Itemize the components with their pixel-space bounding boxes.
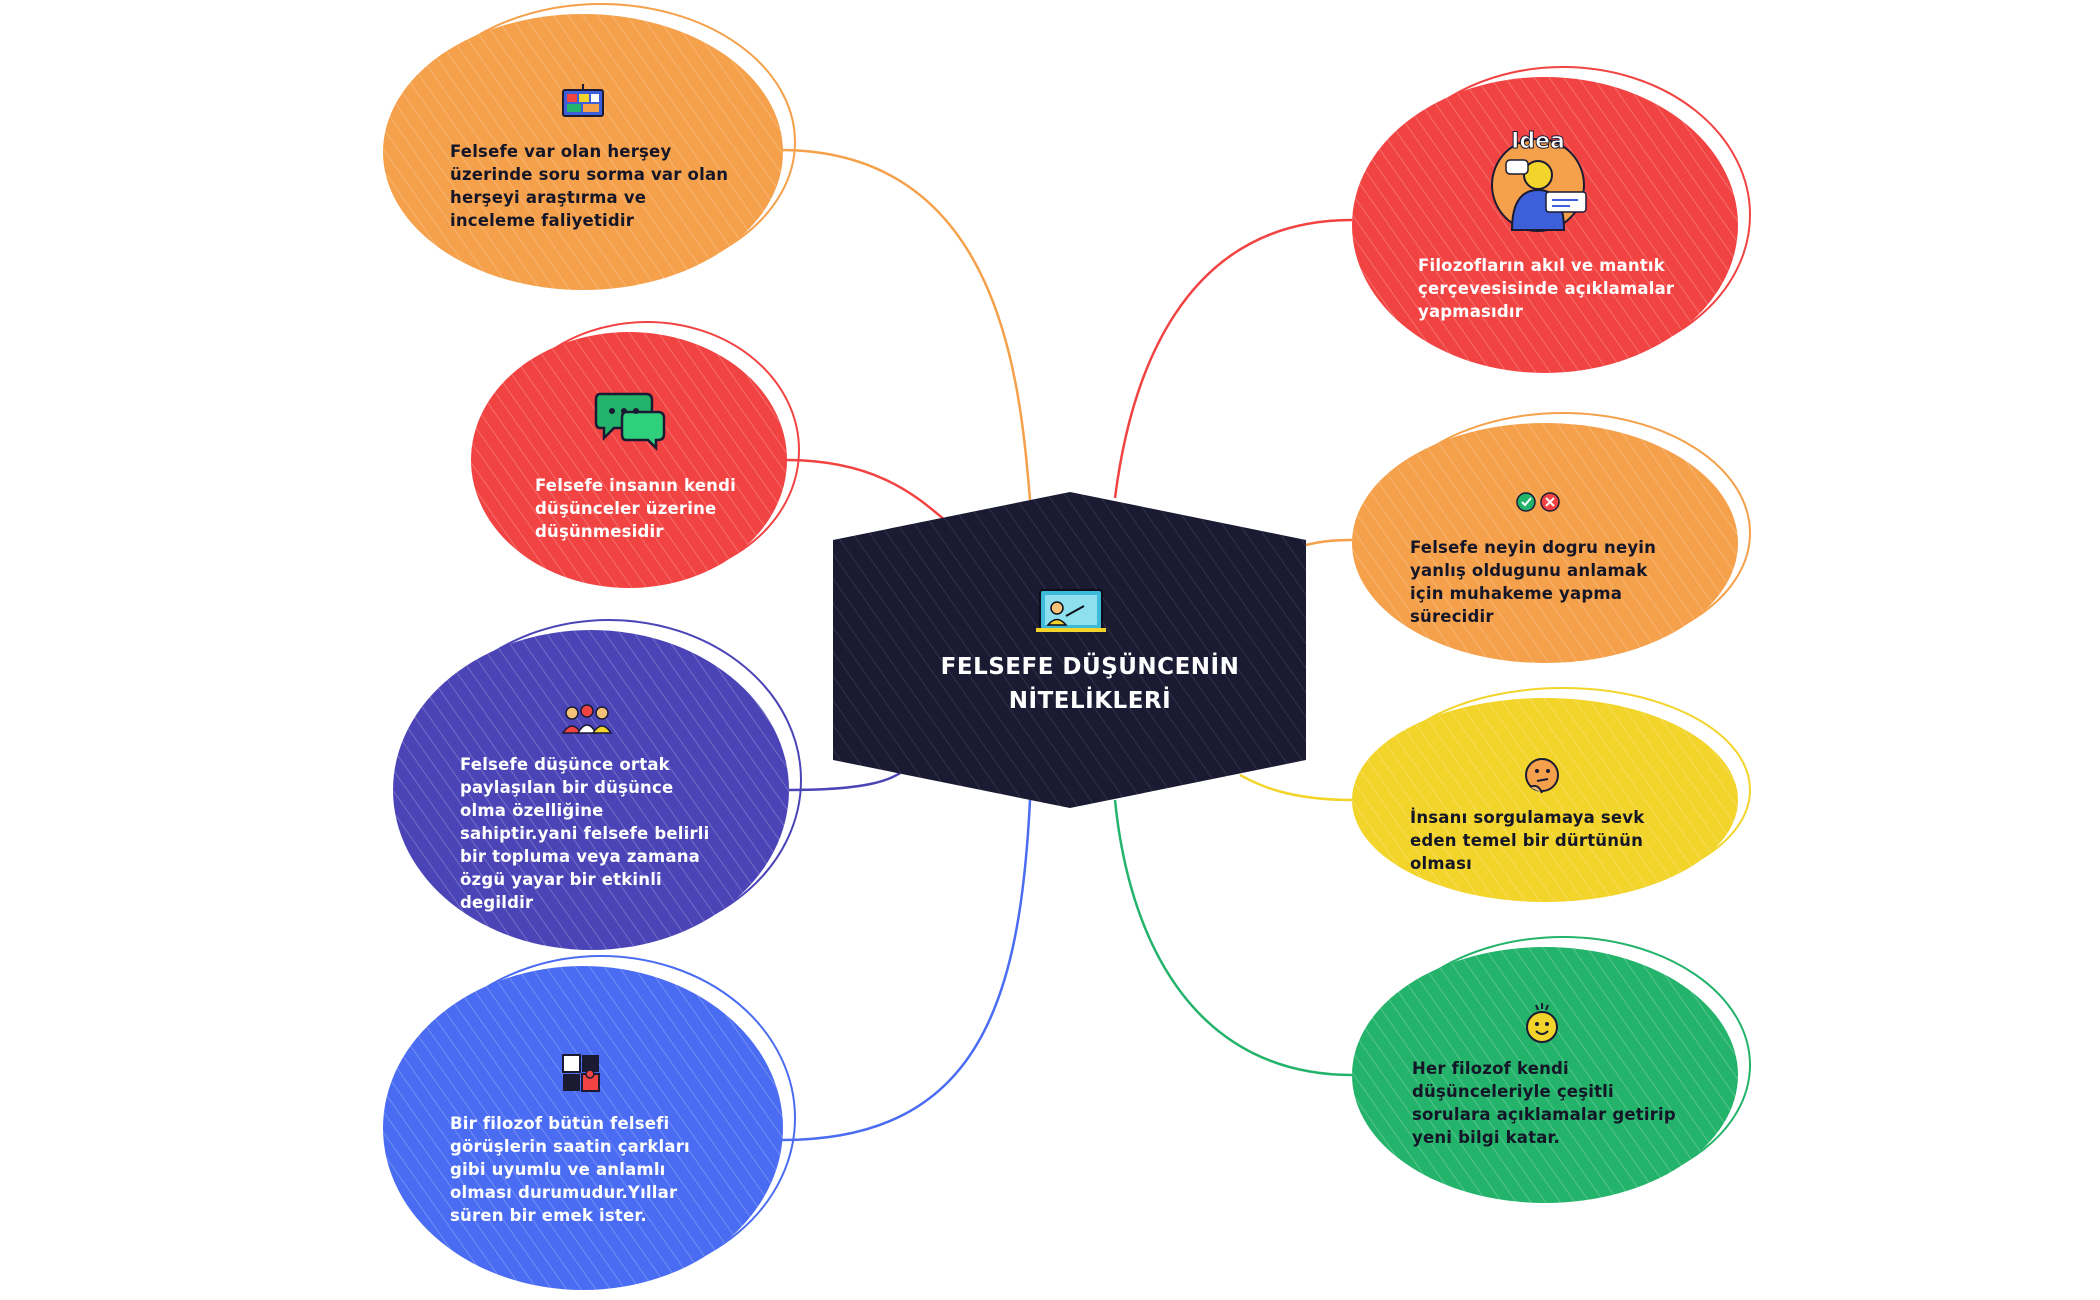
puzzle-pieces-icon: [562, 1054, 600, 1092]
node-hatch-right-3: [1352, 698, 1738, 902]
node-right-3[interactable]: [1352, 687, 1751, 902]
thinking-face-icon: [1525, 758, 1559, 794]
node-right-2[interactable]: [1352, 412, 1751, 663]
chat-bubbles-icon: [594, 392, 666, 452]
node-left-2[interactable]: [471, 321, 800, 588]
connector-left-2: [785, 458, 946, 521]
node-text-left-2: Felsefe insanın kendi düşünceler üzerine…: [535, 476, 736, 541]
connector-left-1: [779, 148, 1032, 501]
central-node[interactable]: [833, 492, 1306, 808]
connector-right-3: [1239, 773, 1353, 802]
connector-left-4: [781, 799, 1032, 1142]
connectors: [779, 148, 1353, 1142]
node-text-right-4: Her filozof kendi düşünceleriyle çeşitli…: [1412, 1059, 1676, 1147]
node-hatch-left-4: [383, 966, 783, 1290]
node-hatch-left-3: [393, 630, 789, 950]
node-left-4[interactable]: [383, 955, 796, 1290]
idea-label: Idea: [1511, 129, 1565, 154]
node-hatch-left-1: [383, 14, 783, 290]
node-left-1[interactable]: [383, 3, 796, 290]
node-hatch-right-2: [1352, 423, 1738, 663]
node-text-right-3: İnsanı sorgulamaya sevk eden temel bir d…: [1410, 808, 1645, 873]
check-cross-icon: [1516, 492, 1560, 512]
teacher-board-icon: [1036, 589, 1106, 632]
node-left-3[interactable]: [393, 619, 802, 950]
node-hatch-left-2: [471, 332, 787, 588]
presentation-board-icon: [562, 84, 604, 117]
node-text-left-1: Felsefe var olan herşey üzerinde soru so…: [450, 142, 729, 230]
node-text-left-3: Felsefe düşünce ortak paylaşılan bir düş…: [460, 755, 710, 912]
central-title: FELSEFE DÜŞÜNCENİN NİTELİKLERİ: [940, 654, 1240, 714]
node-text-left-4: Bir filozof bütün felsefi görüşlerin saa…: [450, 1114, 690, 1225]
node-text-right-2: Felsefe neyin dogru neyin yanlış oldugun…: [1410, 538, 1657, 626]
connector-right-4: [1113, 799, 1353, 1077]
node-hatch-right-4: [1352, 947, 1738, 1203]
node-text-right-1: Filozofların akıl ve mantık çerçevesisin…: [1418, 256, 1675, 321]
connector-left-3: [787, 768, 906, 792]
node-right-4[interactable]: [1352, 936, 1751, 1203]
node-blobs: [383, 3, 1751, 1290]
connector-right-1: [1113, 218, 1353, 499]
connector-right-2: [1305, 538, 1353, 547]
group-people-icon: [561, 704, 613, 734]
idea-thinker-icon: Idea: [1491, 129, 1587, 232]
happy-face-icon: [1526, 1003, 1558, 1043]
